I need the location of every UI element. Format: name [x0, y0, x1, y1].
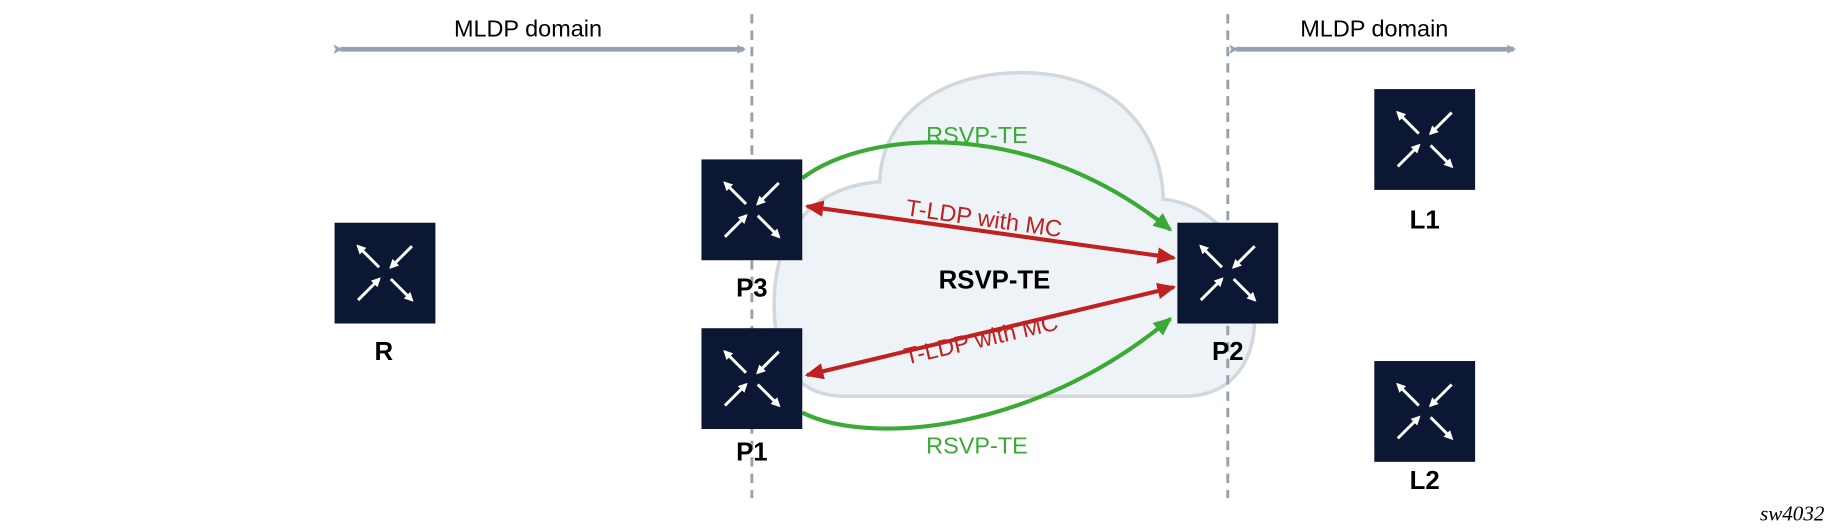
- router-p2-icon: [1177, 223, 1278, 324]
- router-l1-icon: [1374, 89, 1475, 190]
- mldp-domain-right-label: MLDP domain: [1300, 15, 1448, 41]
- node-label-l2: L2: [1410, 467, 1440, 495]
- rsvp-te-top-label: RSVP-TE: [926, 122, 1028, 148]
- node-label-p2: P2: [1212, 338, 1244, 366]
- router-r-icon: [335, 223, 436, 324]
- node-label-l1: L1: [1410, 207, 1440, 235]
- router-p1-icon: [701, 328, 802, 429]
- router-p3-icon: [701, 159, 802, 260]
- node-label-r: R: [375, 338, 394, 366]
- figure-id: sw4032: [1760, 501, 1825, 525]
- rsvp-te-bottom-label: RSVP-TE: [926, 433, 1028, 459]
- node-label-p3: P3: [736, 275, 768, 303]
- tldp-bottom-link: [804, 283, 1177, 380]
- cloud-label: RSVP-TE: [939, 266, 1051, 294]
- router-l2-icon: [1374, 361, 1475, 462]
- rsvp-te-top-link: [801, 140, 1173, 232]
- mldp-domain-left-label: MLDP domain: [454, 15, 602, 41]
- node-label-p1: P1: [736, 439, 768, 467]
- tldp-top-link: [804, 200, 1177, 264]
